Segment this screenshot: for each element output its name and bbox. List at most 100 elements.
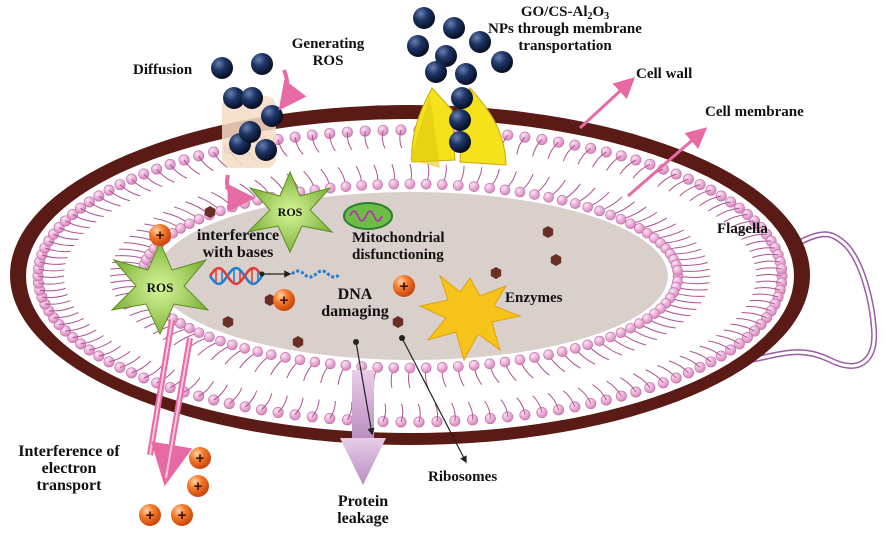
lipid-tail [381, 130, 386, 149]
protein-leakage-label: Protein leakage [337, 493, 389, 527]
lipid-head [193, 213, 205, 225]
lipid-head [309, 356, 321, 368]
lipid-tail [37, 275, 65, 278]
ribosome [392, 316, 404, 328]
ros-label-upper: ROS [278, 205, 303, 219]
lipid-tail [451, 402, 456, 422]
lipid-tail [679, 355, 701, 368]
lipid-tail [44, 247, 71, 253]
lipid-head [615, 213, 627, 225]
ribosome [550, 254, 562, 266]
lipid-tail [657, 364, 677, 379]
lipid-head [437, 362, 448, 373]
lipid-tail [606, 380, 622, 397]
lipid-head [372, 362, 383, 373]
lipid-tail [261, 393, 273, 411]
cell-membrane-label: Cell membrane [705, 104, 804, 120]
lipid-tail [98, 345, 121, 357]
lipid-tail [434, 403, 439, 422]
cell-wall-label: Cell wall [636, 66, 693, 82]
lipid-tail [754, 287, 781, 291]
svg-text:+: + [196, 450, 205, 467]
svg-text:+: + [400, 278, 409, 295]
lipid-head [594, 335, 605, 347]
lipid-tail [699, 195, 722, 207]
nanoparticle [449, 131, 471, 153]
positive-ion: + [393, 275, 415, 297]
lipid-tail [532, 395, 543, 413]
lipid-tail [755, 267, 782, 271]
lipid-tail [399, 129, 403, 149]
lipid-tail [619, 377, 637, 393]
lipid-tail [41, 254, 68, 259]
lipid-head [226, 201, 238, 213]
lipid-head [204, 331, 215, 343]
lipid-tail [346, 402, 353, 421]
lipid-tail [53, 233, 79, 240]
lipid-tail [169, 164, 188, 179]
lipid-tail [39, 287, 66, 292]
lipid-tail [38, 281, 65, 285]
nanoparticle [449, 109, 471, 131]
lipid-tail [689, 350, 712, 363]
nanoparticle [211, 57, 233, 79]
interference-bases-label: interference with bases [196, 227, 280, 261]
lipid-tail [484, 400, 491, 419]
lipid-head [404, 178, 416, 190]
lipid-tail [38, 268, 65, 272]
lipid-tail [730, 220, 755, 229]
mitochondrial-label: Mitochondrial disfunctioning [352, 230, 445, 263]
cell-membrane-pointer [627, 127, 708, 198]
ribosome [292, 336, 304, 348]
lipid-head [543, 191, 554, 203]
ribosome [204, 206, 216, 218]
lipid-head [372, 179, 383, 190]
protein-leakage-arrow [340, 370, 386, 485]
lipid-tail [294, 397, 304, 416]
lipid-head [306, 411, 318, 423]
lipid-tail [119, 355, 141, 368]
lipid-tail [198, 155, 214, 172]
positive-ion: + [171, 504, 193, 526]
lipid-head [404, 362, 416, 374]
lipid-tail [119, 184, 141, 197]
lipid-tail [592, 384, 607, 401]
lipid-tail [563, 390, 576, 408]
lipid-tail [632, 373, 651, 388]
lipid-tail [131, 178, 152, 192]
ros-entry-arrow [225, 174, 256, 212]
cell-wall-pointer [578, 77, 636, 130]
lipid-head [289, 131, 301, 143]
lipid-tail [329, 133, 336, 152]
lipid-tail [632, 163, 651, 179]
lipid-head [239, 198, 251, 209]
lipid-head [437, 179, 448, 190]
lipid-tail [311, 135, 320, 153]
lipid-head [420, 178, 432, 190]
lipid-head [420, 362, 432, 374]
lipid-tail [707, 201, 731, 212]
lipid-tail [752, 253, 779, 258]
lipid-head [514, 354, 526, 366]
ribosome [222, 316, 234, 328]
lipid-head [543, 349, 554, 361]
lipid-tail [679, 184, 701, 197]
lipid-tail [244, 390, 258, 408]
lipid-tail [364, 130, 369, 150]
enzyme-star [418, 274, 522, 362]
lipid-tail [277, 139, 288, 157]
lipid-head [605, 331, 616, 343]
ribosomes-group [204, 206, 562, 348]
lipid-tail [89, 201, 112, 212]
lipid-tail [516, 397, 526, 415]
lipid-tail [657, 173, 677, 187]
flagella-label: Flagella [717, 221, 768, 237]
lipid-tail [699, 345, 722, 357]
lipid-tail [577, 147, 592, 165]
lipid-tail [736, 317, 762, 325]
nanoparticle [255, 139, 277, 161]
lipid-head [634, 223, 645, 234]
positive-ion: + [189, 447, 211, 469]
lipid-tail [547, 141, 559, 159]
nanoparticle [491, 51, 513, 73]
